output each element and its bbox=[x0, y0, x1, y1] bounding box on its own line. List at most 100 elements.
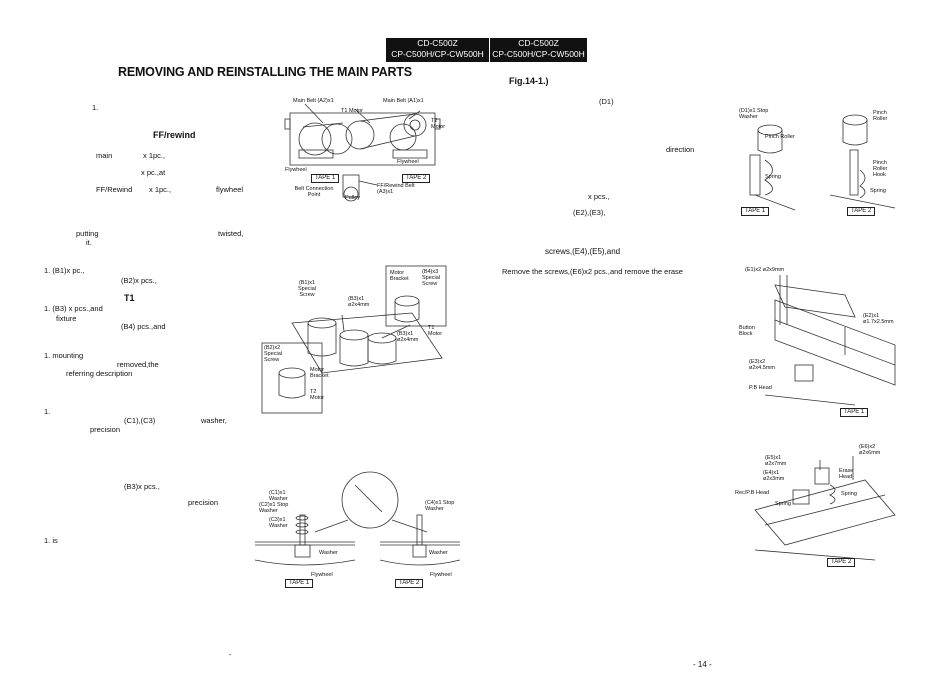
label-spring2-e6: Spring bbox=[775, 501, 791, 507]
label-motor-bracket2: Motor Bracket bbox=[310, 367, 329, 379]
tape2-box-fig4: TAPE 2 bbox=[847, 207, 876, 216]
text-precision: precision bbox=[90, 425, 121, 434]
text-b2: (B2)x pcs., bbox=[121, 276, 157, 285]
fig-reference: Fig.14-1.) bbox=[509, 76, 549, 86]
figure-motor-removal: (B1)x1 Special Screw (B3)x1 ø2x4mm (B4)x… bbox=[261, 263, 447, 414]
text-removed: removed,the bbox=[117, 360, 159, 369]
label-flywheel-left: Flywheel bbox=[285, 167, 307, 173]
label-t2-motor2: T2 Motor bbox=[310, 389, 325, 401]
text-main: main bbox=[96, 151, 113, 160]
label-t1-motor: T1 Motor bbox=[341, 108, 364, 114]
tape1-box-fig3: TAPE 1 bbox=[285, 579, 314, 588]
label-b3: (B3)x1 ø2x4mm bbox=[348, 296, 370, 308]
text-b3: 1. (B3) x pcs.,and bbox=[44, 304, 103, 313]
model-left-line2: CP-C500H/CP-CW500H bbox=[391, 49, 484, 59]
label-flywheel-right: Flywheel bbox=[397, 159, 419, 165]
model-banner-right: CD-C500Z CP-C500H/CP-CW500H bbox=[490, 38, 587, 62]
model-left-line1: CD-C500Z bbox=[417, 38, 458, 48]
label-e2: (E2)x1 ø1.7x2.5mm bbox=[863, 313, 894, 325]
page-title: REMOVING AND REINSTALLING THE MAIN PARTS bbox=[118, 65, 412, 79]
label-b1: (B1)x1 Special Screw bbox=[297, 280, 317, 298]
figure-erase-head: (E6)x2 ø2x6mm (E5)x1 ø2x7mm (E4)x1 ø2x3m… bbox=[735, 440, 900, 570]
label-flywheel-r: Flywheel bbox=[430, 572, 452, 578]
label-washer-left: Washer bbox=[319, 550, 338, 556]
tape2-box: TAPE 2 bbox=[402, 174, 431, 183]
text-b3b: (B3)x pcs., bbox=[124, 482, 160, 491]
text-e2e3: (E2),(E3), bbox=[573, 208, 606, 217]
text-twisted: twisted, bbox=[218, 229, 244, 238]
label-spring2: Spring bbox=[870, 188, 886, 194]
label-e4: (E4)x1 ø2x3mm bbox=[763, 470, 785, 482]
label-t2-motor: T2 Motor bbox=[431, 118, 446, 130]
text-x-pcs: x pcs., bbox=[588, 192, 610, 201]
label-belt-connection: Belt Connection Point bbox=[294, 186, 334, 198]
text-d1: (D1) bbox=[599, 97, 614, 106]
label-pb-head: P.B Head bbox=[749, 385, 772, 391]
text-precision2: precision bbox=[188, 498, 219, 507]
footer-dash: - bbox=[229, 650, 232, 659]
text-referring: referring description bbox=[66, 369, 133, 378]
label-ff-rewind-belt: FF/Rewind Belt (A3)x1 bbox=[377, 183, 415, 195]
text-x1pc: x 1pc., bbox=[143, 151, 166, 160]
subheading-ff-rewind: FF/rewind bbox=[153, 130, 196, 140]
label-c3: (C3)x1 Washer bbox=[269, 517, 288, 529]
text-washer: washer, bbox=[201, 416, 227, 425]
label-motor-bracket: Motor Bracket bbox=[390, 270, 409, 282]
label-b4: (B4)x3 Special Screw bbox=[422, 269, 441, 287]
text-mounting: 1. mounting bbox=[44, 351, 84, 360]
text-c-step: 1. bbox=[44, 407, 51, 416]
model-banner-left: CD-C500Z CP-C500H/CP-CW500H bbox=[386, 38, 489, 62]
label-rec-pb-head: Rec/P.B Head bbox=[735, 490, 770, 496]
figure-flywheel-washers: (C1)x1 Washer (C2)x1 Stop Washer (C3)x1 … bbox=[245, 470, 465, 592]
text-x-pc-at: x pc.,at bbox=[141, 168, 166, 177]
text-remove-screws: Remove the screws,(E6)x2 pcs.,and remove… bbox=[502, 267, 683, 276]
label-pinch-roller2: Pinch Roller bbox=[873, 110, 888, 122]
text-flywheel: flywheel bbox=[216, 185, 244, 194]
label-c1: (C1)x1 Washer bbox=[269, 490, 288, 502]
label-c2: (C2)x1 Stop Washer bbox=[259, 502, 289, 514]
label-spring: Spring bbox=[765, 174, 781, 180]
model-right-line1: CD-C500Z bbox=[518, 38, 559, 48]
label-spring-e6: Spring bbox=[841, 491, 857, 497]
page-number: - 14 - bbox=[693, 660, 712, 669]
label-e1: (E1)x2 ø2x9mm bbox=[745, 267, 785, 273]
label-main-belt-a2: Main Belt (A2)x1 bbox=[293, 98, 334, 104]
label-b3b: (B3)x1 ø2x4mm bbox=[397, 331, 419, 343]
label-main-belt-a1: Main Belt (A1)x1 bbox=[383, 98, 424, 104]
text-screws: screws,(E4),(E5),and bbox=[545, 247, 621, 256]
label-e6: (E6)x2 ø2x6mm bbox=[859, 444, 881, 456]
tape1-box-fig5: TAPE 1 bbox=[840, 408, 869, 417]
label-c4: (C4)x1 Stop Washer bbox=[425, 500, 455, 512]
label-pinch-roller-hook: Pinch Roller Hook bbox=[873, 160, 888, 178]
text-b4: (B4) pcs.,and bbox=[121, 322, 166, 331]
text-is: 1. is bbox=[44, 536, 58, 545]
tape2-box-fig6: TAPE 2 bbox=[827, 558, 856, 567]
label-t1-motor2: T1 Motor bbox=[428, 325, 443, 337]
text-x1pc2: x 1pc., bbox=[149, 185, 172, 194]
text-c1c3: (C1),(C3) bbox=[124, 416, 156, 425]
label-pinch-roller: Pinch Roller bbox=[765, 134, 795, 140]
model-right-line2: CP-C500H/CP-CW500H bbox=[492, 49, 585, 59]
label-d1: (D1)x1 Stop Washer bbox=[739, 108, 769, 120]
label-erase-head: Erase Head bbox=[839, 468, 854, 480]
text-putting: putting bbox=[76, 229, 99, 238]
figure-pinch-roller: (D1)x1 Stop Washer Pinch Roller Spring P… bbox=[735, 100, 900, 220]
label-b2: (B2)x2 Special Screw bbox=[264, 345, 283, 363]
label-washer-right: Washer bbox=[429, 550, 448, 556]
figure-pb-head: (E1)x2 ø2x9mm (E2)x1 ø1.7x2.5mm Button B… bbox=[735, 265, 905, 420]
label-e5: (E5)x1 ø2x7mm bbox=[765, 455, 787, 467]
subheading-t1: T1 bbox=[124, 293, 135, 303]
figure-belt-layout: Main Belt (A2)x1 Main Belt (A1)x1 T1 Mot… bbox=[284, 95, 446, 205]
text-it: it. bbox=[86, 238, 92, 247]
tape2-box-fig3: TAPE 2 bbox=[395, 579, 424, 588]
text-fixture: fixture bbox=[56, 314, 77, 323]
tape1-box-fig4: TAPE 1 bbox=[741, 207, 770, 216]
label-pulley: Pulley bbox=[345, 195, 360, 201]
step-number: 1. bbox=[92, 103, 99, 112]
text-b1: 1. (B1)x pc., bbox=[44, 266, 85, 275]
label-flywheel-l: Flywheel bbox=[311, 572, 333, 578]
tape1-box: TAPE 1 bbox=[311, 174, 340, 183]
label-e3: (E3)x2 ø2x4.5mm bbox=[749, 359, 775, 371]
text-ff-rewind2: FF/Rewind bbox=[96, 185, 133, 194]
label-button-block: Button Block bbox=[739, 325, 755, 337]
